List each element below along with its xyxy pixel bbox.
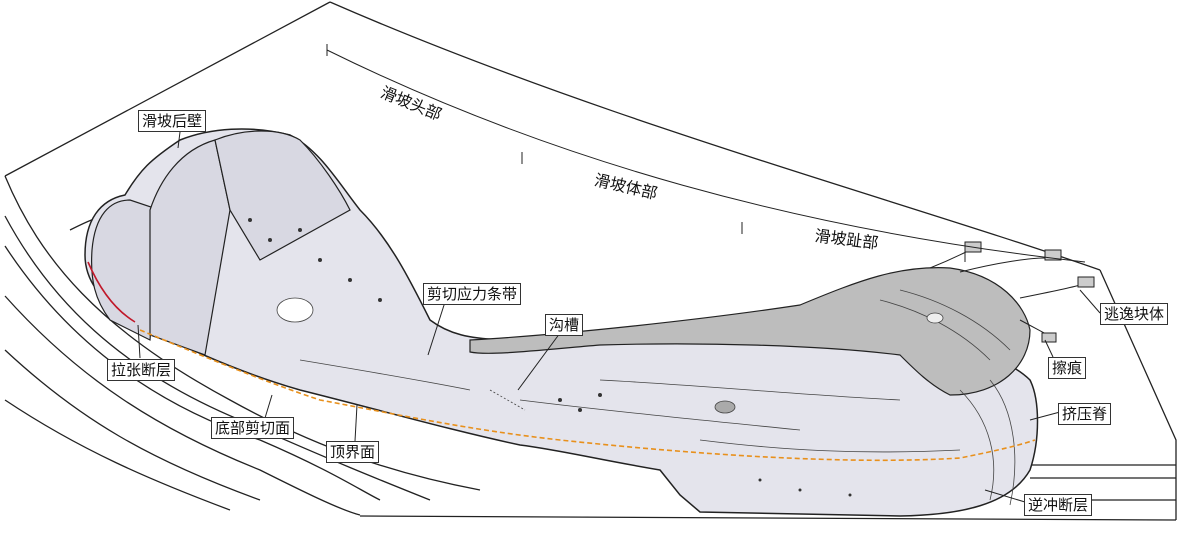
leader-lines [137,131,1101,503]
label-extensional-fault: 拉张断层 [107,359,176,381]
texture-lines [276,289,1016,506]
label-thrust-fault: 逆冲断层 [1024,494,1093,516]
toe-lobe [469,267,1031,396]
debris-dots [248,218,852,497]
label-basal-shear-surface: 底部剪切面 [211,417,295,439]
head-blocks [90,130,351,356]
label-striation: 擦痕 [1048,357,1087,379]
basal-boundary-line [139,329,1036,462]
label-outrunner: 逃逸块体 [1100,303,1169,325]
label-pressure-ridge: 挤压脊 [1058,403,1112,425]
label-shear-band: 剪切应力条带 [423,283,522,305]
label-top-surface: 顶界面 [326,441,380,463]
label-groove: 沟槽 [545,314,584,336]
label-headscarp: 滑坡后壁 [138,110,207,132]
extension-fault-line [87,261,136,323]
zone-dimension-line [326,44,1086,263]
